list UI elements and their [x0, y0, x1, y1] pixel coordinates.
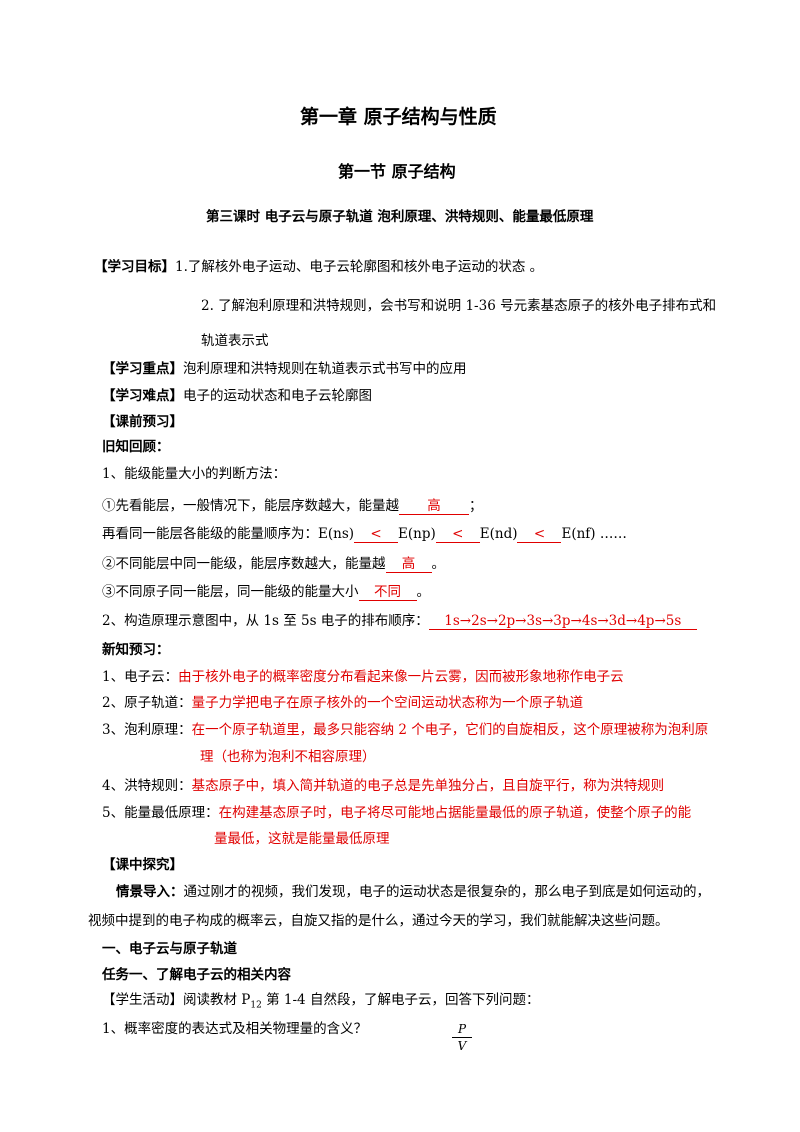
review-1d-text: ③不同原子同一能层，同一能级的能量大小 — [102, 584, 359, 600]
review-question-2: 2、构造原理示意图中，从 1s 至 5s 电子的排布顺序：1s→2s→2p→3s… — [102, 612, 697, 630]
answer-blank-high-1: 高 — [399, 498, 469, 515]
fraction-denominator: V — [457, 1039, 467, 1053]
new-item-2-label: 2、原子轨道： — [102, 695, 192, 711]
focus-text: 泡利原理和洪特规则在轨道表示式书写中的应用 — [183, 361, 467, 377]
new-item-5-cont: 量最低，这就是能量最低原理 — [214, 831, 390, 847]
fraction-numerator: P — [452, 1022, 472, 1038]
review-1b-text: 再看同一能层各能级的能量顺序为： — [102, 526, 318, 542]
new-item-5-text: 在构建基态原子时，电子将尽可能地占据能量最低的原子轨道，使整个原子的能 — [218, 805, 692, 821]
new-item-2-text: 量子力学把电子在原子核外的一个空间运动状态称为一个原子轨道 — [191, 695, 584, 711]
new-item-4-label: 4、洪特规则： — [102, 778, 192, 794]
review-1a: ①先看能层，一般情况下，能层序数越大，能量越高； — [102, 497, 483, 515]
difficulty-label: 【学习难点】 — [102, 388, 183, 404]
review-1a-text: ①先看能层，一般情况下，能层序数越大，能量越 — [102, 498, 399, 514]
new-item-5: 5、能量最低原理：在构建基态原子时，电子将尽可能地占据能量最低的原子轨道，使整个… — [102, 804, 691, 822]
section-title: 第一节 原子结构 — [338, 162, 456, 181]
activity-text-a: 阅读教材 P — [183, 992, 251, 1008]
intro-line-2: 视频中提到的电子构成的概率云，自旋又指的是什么，通过今天的学习，我们就能解决这些… — [88, 913, 669, 929]
preview-label: 【课前预习】 — [102, 414, 183, 430]
review-1c-end: 。 — [431, 556, 446, 572]
chapter-title: 第一章 原子结构与性质 — [300, 106, 497, 128]
answer-blank-different: 不同 — [358, 584, 417, 601]
objective-2-line-2: 轨道表示式 — [201, 333, 269, 349]
task-1-heading: 任务一、了解电子云的相关内容 — [102, 967, 291, 983]
intro-text: 通过刚才的视频，我们发现，电子的运动状态是很复杂的，那么电子到底是如何运动的， — [183, 884, 711, 900]
focus-line: 【学习重点】泡利原理和洪特规则在轨道表示式书写中的应用 — [102, 360, 467, 378]
objectives-label: 【学习目标】 — [94, 259, 175, 275]
page-subscript: 12 — [250, 1000, 262, 1011]
difficulty-text: 电子的运动状态和电子云轮廓图 — [183, 388, 372, 404]
student-activity: 【学生活动】阅读教材 P12 第 1-4 自然段，了解电子云，回答下列问题： — [102, 991, 539, 1015]
review-1c: ②不同能层中同一能级，能层序数越大，能量越高。 — [102, 555, 445, 573]
new-item-2: 2、原子轨道：量子力学把电子在原子核外的一个空间运动状态称为一个原子轨道 — [102, 694, 583, 712]
answer-blank-lt-2: < — [435, 526, 480, 543]
intro-line-1: 情景导入：通过刚才的视频，我们发现，电子的运动状态是很复杂的，那么电子到底是如何… — [116, 883, 710, 901]
new-item-3: 3、泡利原理：在一个原子轨道里，最多只能容纳 2 个电子，它们的自旋相反，这个原… — [102, 721, 708, 739]
energy-nd: E(nd) — [479, 526, 518, 542]
new-knowledge-label: 新知预习： — [102, 642, 170, 658]
explore-label: 【课中探究】 — [102, 857, 183, 873]
answer-blank-lt-1: < — [354, 526, 399, 543]
review-2-text: 2、构造原理示意图中，从 1s 至 5s 电子的排布顺序： — [102, 613, 429, 629]
difficulty-line: 【学习难点】电子的运动状态和电子云轮廓图 — [102, 387, 372, 405]
objectives-line-1: 【学习目标】1.了解核外电子运动、电子云轮廓图和核外电子运动的状态 。 — [94, 258, 543, 276]
answer-blank-lt-3: < — [517, 526, 562, 543]
review-1c-text: ②不同能层中同一能级，能层序数越大，能量越 — [102, 556, 386, 572]
density-question: 1、概率密度的表达式及相关物理量的含义？ — [102, 1021, 368, 1037]
focus-label: 【学习重点】 — [102, 361, 183, 377]
review-1b: 再看同一能层各能级的能量顺序为：E(ns)<E(np)<E(nd)<E(nf) … — [102, 525, 627, 543]
energy-ns: E(ns) — [318, 526, 355, 542]
review-1d: ③不同原子同一能层，同一能级的能量大小不同。 — [102, 583, 430, 601]
new-item-4-text: 基态原子中，填入简并轨道的电子总是先单独分占，且自旋平行，称为洪特规则 — [191, 778, 665, 794]
energy-nf: E(nf) …… — [561, 526, 627, 542]
new-item-1: 1、电子云：由于核外电子的概率密度分布看起来像一片云雾，因而被形象地称作电子云 — [102, 668, 624, 686]
new-item-4: 4、洪特规则：基态原子中，填入简并轨道的电子总是先单独分占，且自旋平行，称为洪特… — [102, 777, 664, 795]
review-question-1: 1、能级能量大小的判断方法： — [102, 466, 287, 482]
density-fraction: P V — [452, 1022, 472, 1053]
objective-2-line-1: 2. 了解泡利原理和洪特规则，会书写和说明 1-36 号元素基态原子的核外电子排… — [201, 298, 717, 314]
new-item-3-label: 3、泡利原理： — [102, 722, 192, 738]
review-1d-end: 。 — [416, 584, 431, 600]
review-label: 旧知回顾： — [102, 439, 170, 455]
new-item-3-text: 在一个原子轨道里，最多只能容纳 2 个电子，它们的自旋相反，这个原理被称为泡利原 — [191, 722, 709, 738]
activity-text-b: 第 1-4 自然段，了解电子云，回答下列问题： — [261, 992, 540, 1008]
answer-blank-high-2: 高 — [385, 556, 432, 573]
energy-np: E(np) — [398, 526, 436, 542]
activity-label: 【学生活动】 — [102, 992, 183, 1008]
new-item-3-cont: 理（也称为泡利不相容原理） — [200, 749, 376, 765]
objective-1: 1.了解核外电子运动、电子云轮廓图和核外电子运动的状态 。 — [175, 259, 544, 275]
lesson-title: 第三课时 电子云与原子轨道 泡利原理、洪特规则、能量最低原理 — [206, 209, 594, 225]
new-item-1-label: 1、电子云： — [102, 669, 179, 685]
new-item-1-text: 由于核外电子的概率密度分布看起来像一片云雾，因而被形象地称作电子云 — [178, 669, 624, 685]
part-1-heading: 一、电子云与原子轨道 — [102, 941, 237, 957]
new-item-5-label: 5、能量最低原理： — [102, 805, 219, 821]
answer-blank-order: 1s→2s→2p→3s→3p→4s→3d→4p→5s — [428, 613, 697, 630]
review-1a-end: ； — [469, 498, 483, 514]
intro-label: 情景导入： — [116, 884, 184, 900]
